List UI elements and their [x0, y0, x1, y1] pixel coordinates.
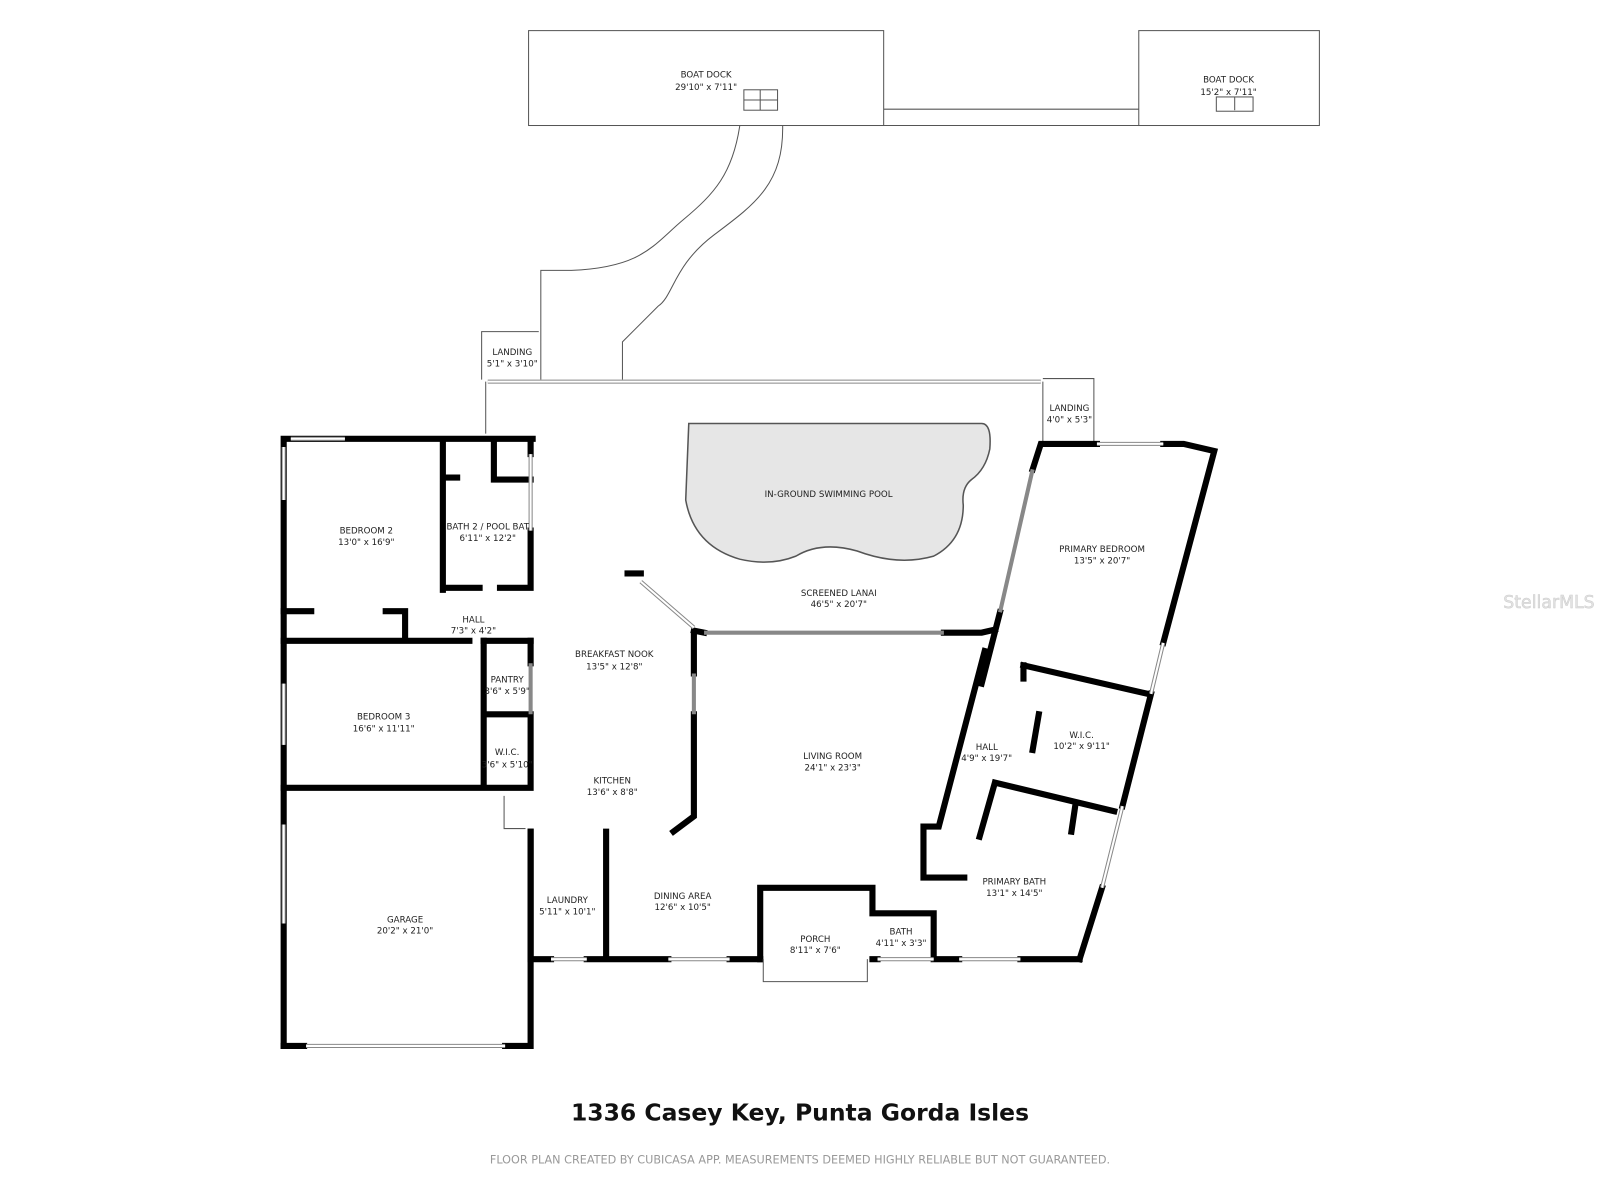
room-size-bedroom-3: 16'6" x 11'11" [353, 725, 415, 735]
room-size-landing-2: 4'0" x 5'3" [1047, 415, 1092, 425]
room-size-wic-1: 3'6" x 5'10" [482, 760, 533, 770]
room-name-lanai: SCREENED LANAI [801, 589, 877, 599]
room-name-living-room: LIVING ROOM [803, 752, 862, 762]
room-size-pantry: 3'6" x 5'9" [484, 687, 529, 697]
lanai-screen [485, 379, 1044, 444]
room-size-landing-1: 5'1" x 3'10" [487, 359, 538, 369]
room-name-primary-bedroom: PRIMARY BEDROOM [1059, 545, 1145, 555]
room-name-bedroom-2: BEDROOM 2 [340, 527, 393, 537]
room-size-laundry: 5'11" x 10'1" [539, 907, 595, 917]
room-name-laundry: LAUNDRY [547, 896, 589, 906]
room-name-pool: IN-GROUND SWIMMING POOL [765, 490, 893, 500]
landing-left-outline [481, 331, 539, 380]
walls [280, 435, 1219, 1049]
room-size-primary-bedroom: 13'5" x 20'7" [1074, 556, 1130, 566]
room-size-wic-2: 10'2" x 9'11" [1053, 742, 1109, 752]
room-name-landing-2: LANDING [1049, 404, 1089, 414]
room-size-garage: 20'2" x 21'0" [377, 927, 433, 937]
room-name-dining-area: DINING AREA [654, 892, 712, 902]
room-name-hall-1: HALL [462, 615, 484, 625]
room-size-breakfast-nook: 13'5" x 12'8" [586, 662, 642, 672]
room-name-porch: PORCH [800, 935, 830, 945]
room-name-primary-bath: PRIMARY BATH [982, 878, 1046, 888]
room-size-bedroom-2: 13'0" x 16'9" [338, 538, 394, 548]
room-size-hall-1: 7'3" x 4'2" [451, 627, 496, 637]
room-size-boat-dock-2: 15'2" x 7'11" [1200, 88, 1256, 98]
room-size-living-room: 24'1" x 23'3" [804, 763, 860, 773]
room-name-bedroom-3: BEDROOM 3 [357, 712, 410, 722]
room-size-bath-2: 6'11" x 12'2" [460, 534, 516, 544]
room-size-kitchen: 13'6" x 8'8" [587, 788, 638, 798]
watermark: StellarMLS [1503, 593, 1594, 613]
room-name-kitchen: KITCHEN [593, 777, 631, 787]
landing-right-outline [1042, 378, 1095, 444]
swimming-pool [684, 422, 991, 563]
room-name-wic-1: W.I.C. [495, 748, 519, 758]
room-size-bath-3: 4'11" x 3'3" [876, 939, 927, 949]
room-size-porch: 8'11" x 7'6" [790, 946, 841, 956]
room-size-dining-area: 12'6" x 10'5" [654, 903, 710, 913]
windows [281, 436, 1166, 1048]
walkway [540, 125, 784, 380]
docks [528, 30, 1320, 127]
plan-title: 1336 Casey Key, Punta Gorda Isles [571, 1098, 1029, 1126]
room-name-hall-2: HALL [976, 743, 998, 753]
room-name-pantry: PANTRY [491, 676, 525, 686]
room-size-primary-bath: 13'1" x 14'5" [986, 889, 1042, 899]
room-name-bath-3: BATH [890, 928, 913, 938]
room-name-garage: GARAGE [387, 915, 423, 925]
room-name-bath-2: BATH 2 / POOL BAT [446, 523, 529, 533]
room-name-wic-2: W.I.C. [1069, 731, 1093, 741]
room-labels: BOAT DOCK 29'10" x 7'11" BOAT DOCK 15'2"… [338, 71, 1257, 957]
room-size-lanai: 46'5" x 20'7" [811, 600, 867, 610]
room-size-boat-dock-1: 29'10" x 7'11" [675, 83, 737, 93]
room-name-landing-1: LANDING [492, 348, 532, 358]
room-name-breakfast-nook: BREAKFAST NOOK [575, 650, 654, 660]
room-name-boat-dock-1: BOAT DOCK [681, 71, 732, 81]
room-size-hall-2: 4'9" x 19'7" [961, 754, 1012, 764]
footer-disclaimer: FLOOR PLAN CREATED BY CUBICASA APP. MEAS… [490, 1153, 1110, 1166]
room-name-boat-dock-2: BOAT DOCK [1203, 76, 1254, 86]
